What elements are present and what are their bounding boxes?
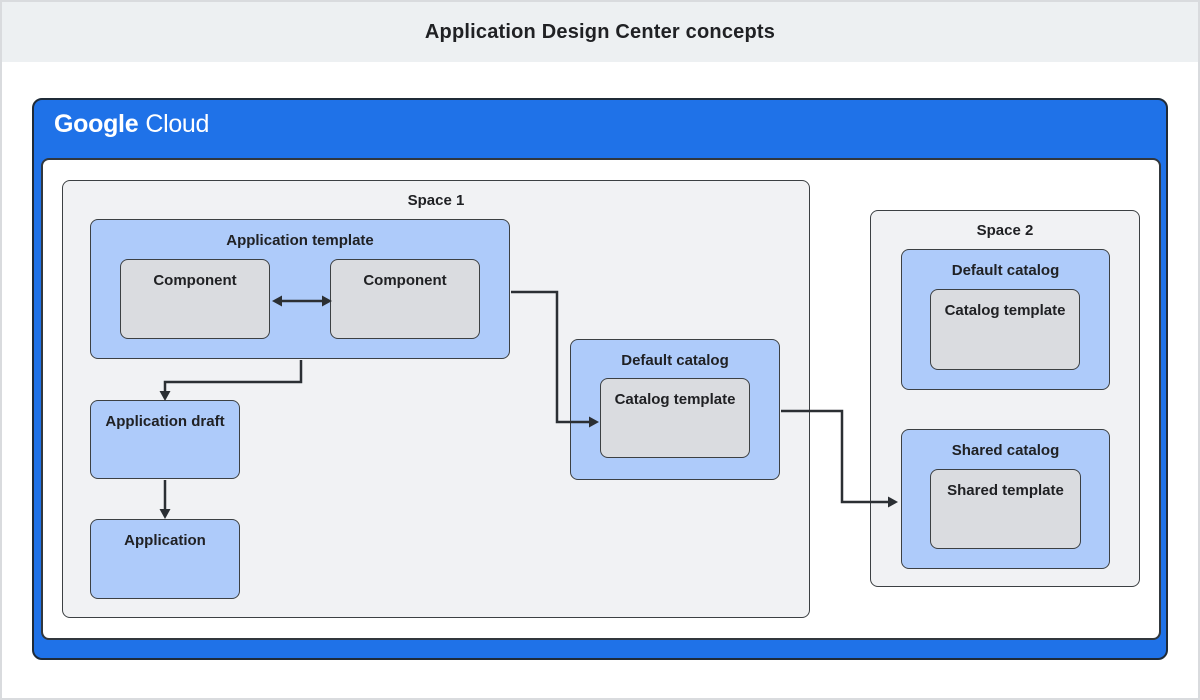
component-left-label: Component xyxy=(153,272,237,289)
application-draft-label: Application draft xyxy=(105,413,225,430)
title-banner: Application Design Center concepts xyxy=(2,2,1198,62)
application-draft-box: Application draft xyxy=(90,400,240,479)
application-box: Application xyxy=(90,519,240,599)
space-2-label: Space 2 xyxy=(976,222,1034,239)
shared-catalog-label: Shared catalog xyxy=(951,442,1060,459)
component-box-left: Component xyxy=(120,259,270,339)
page-title: Application Design Center concepts xyxy=(424,20,776,43)
component-box-right: Component xyxy=(330,259,480,339)
application-template-label: Application template xyxy=(226,232,374,249)
shared-template-label: Shared template xyxy=(947,482,1064,499)
space2-catalog-template-box: Catalog template xyxy=(930,289,1080,370)
space1-catalog-template-box: Catalog template xyxy=(600,378,750,458)
logo-product-text: Cloud xyxy=(145,110,210,138)
shared-template-box: Shared template xyxy=(930,469,1081,549)
component-right-label: Component xyxy=(363,272,447,289)
space1-default-catalog-label: Default catalog xyxy=(621,352,729,369)
space2-default-catalog-label: Default catalog xyxy=(951,262,1060,279)
logo-brand-text: Google xyxy=(54,110,139,138)
application-label: Application xyxy=(124,532,206,549)
space1-catalog-template-label: Catalog template xyxy=(614,391,736,408)
space-1-label: Space 1 xyxy=(407,192,465,209)
space2-catalog-template-label: Catalog template xyxy=(944,302,1066,319)
